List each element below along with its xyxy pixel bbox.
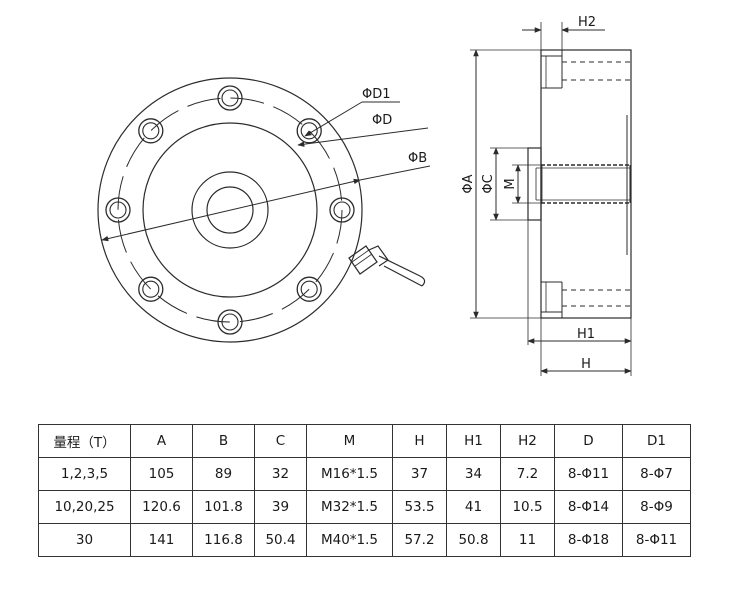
label-D: ΦD: [372, 113, 392, 128]
table-cell: M16*1.5: [306, 457, 393, 491]
table-cell: 1,2,3,5: [38, 457, 131, 491]
table-cell: 34: [446, 457, 501, 491]
table-cell: 8-Φ9: [622, 490, 691, 524]
table-cell: 10,20,25: [38, 490, 131, 524]
label-A: ΦA: [461, 174, 476, 193]
label-H2: H2: [578, 15, 596, 30]
table-cell: 101.8: [192, 490, 255, 524]
table-header-cell: H: [392, 424, 447, 458]
label-H: H: [581, 357, 591, 372]
table-header-cell: H1: [446, 424, 501, 458]
table-header-cell: A: [130, 424, 193, 458]
bolt-hole: [217, 309, 243, 335]
table-header-cell: C: [254, 424, 307, 458]
table-cell: 105: [130, 457, 193, 491]
table-cell: M40*1.5: [306, 523, 393, 557]
table-cell: 10.5: [500, 490, 555, 524]
label-C: ΦC: [481, 174, 496, 193]
table-cell: 53.5: [392, 490, 447, 524]
table-header-cell: D1: [622, 424, 691, 458]
table-cell: 120.6: [130, 490, 193, 524]
table-cell: 30: [38, 523, 131, 557]
bolt-hole: [138, 276, 164, 302]
front-view: [97, 77, 431, 343]
table-header-cell: B: [192, 424, 255, 458]
table-cell: 41: [446, 490, 501, 524]
table-cell: 50.4: [254, 523, 307, 557]
bolt-hole: [296, 118, 322, 144]
table-cell: 50.8: [446, 523, 501, 557]
table-cell: 8-Φ11: [554, 457, 623, 491]
table-cell: 8-Φ14: [554, 490, 623, 524]
table-cell: 32: [254, 457, 307, 491]
table-cell: 8-Φ18: [554, 523, 623, 557]
table-cell: M32*1.5: [306, 490, 393, 524]
table-header-cell: H2: [500, 424, 555, 458]
bolt-hole: [296, 276, 322, 302]
label-M: M: [503, 178, 518, 189]
side-boss: [527, 147, 542, 221]
label-H1: H1: [577, 327, 595, 342]
table-header-cell: M: [306, 424, 393, 458]
side-view: [470, 22, 632, 376]
technical-drawing: ΦD1 ΦD ΦB: [97, 15, 632, 376]
table-cell: 57.2: [392, 523, 447, 557]
label-B: ΦB: [408, 151, 427, 166]
diameter-D-leader: [297, 127, 429, 147]
table-cell: 8-Φ7: [622, 457, 691, 491]
diameter-B-line: [101, 178, 361, 242]
outer-flange-circle: [97, 77, 363, 343]
table-cell: 89: [192, 457, 255, 491]
table-cell: 7.2: [500, 457, 555, 491]
bolt-hole: [138, 118, 164, 144]
table-header-cell: D: [554, 424, 623, 458]
table-header-cell: 量程（T）: [38, 424, 131, 458]
table-cell: 141: [130, 523, 193, 557]
table-cell: 37: [392, 457, 447, 491]
side-body: [540, 49, 632, 319]
diameter-D1-leader: [304, 101, 363, 137]
table-cell: 11: [500, 523, 555, 557]
table-cell: 39: [254, 490, 307, 524]
bolt-hole: [217, 85, 243, 111]
bolt-hole: [105, 197, 131, 223]
table-cell: 116.8: [192, 523, 255, 557]
table-cell: 8-Φ11: [622, 523, 691, 557]
cable-gland: [348, 245, 426, 287]
label-D1: ΦD1: [362, 87, 391, 102]
